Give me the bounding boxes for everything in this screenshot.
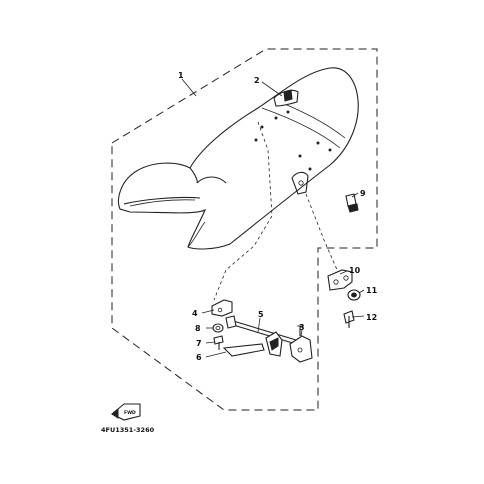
callout-12: 12 [366, 313, 377, 322]
front-badge-label: FWD [124, 410, 136, 416]
callout-10: 10 [349, 266, 361, 275]
assembly-boundary [111, 48, 378, 411]
seat-latch[interactable] [289, 325, 313, 363]
lock-shaft[interactable] [225, 315, 297, 357]
callout-8: 8 [195, 324, 201, 333]
callout-4: 4 [192, 309, 198, 318]
callout-9: 9 [360, 189, 366, 198]
callout-7: 7 [196, 339, 202, 348]
arrow-icon [111, 403, 141, 421]
callout-6: 6 [196, 353, 202, 362]
callout-1: 1 [178, 71, 184, 80]
front-direction-badge: FWD [111, 403, 141, 421]
seat[interactable] [117, 67, 359, 250]
collar[interactable] [347, 289, 361, 301]
assembly-path-a [213, 121, 273, 301]
bolt-12[interactable] [343, 310, 355, 328]
leader-lines [181, 78, 365, 358]
callout-2: 2 [254, 76, 260, 85]
callout-5: 5 [258, 310, 264, 319]
nut[interactable] [212, 323, 224, 333]
hook-bracket[interactable] [211, 299, 233, 317]
bracket[interactable] [327, 269, 353, 291]
seat-strap[interactable] [273, 89, 299, 107]
callout-3: 3 [299, 323, 305, 332]
callout-11: 11 [366, 286, 378, 295]
assembly-path-b [305, 193, 339, 273]
damper[interactable] [345, 193, 359, 213]
diagram-code: 4FU1351-3260 [101, 426, 155, 434]
lock-wire[interactable] [222, 343, 265, 357]
bolt-7[interactable] [213, 335, 224, 350]
